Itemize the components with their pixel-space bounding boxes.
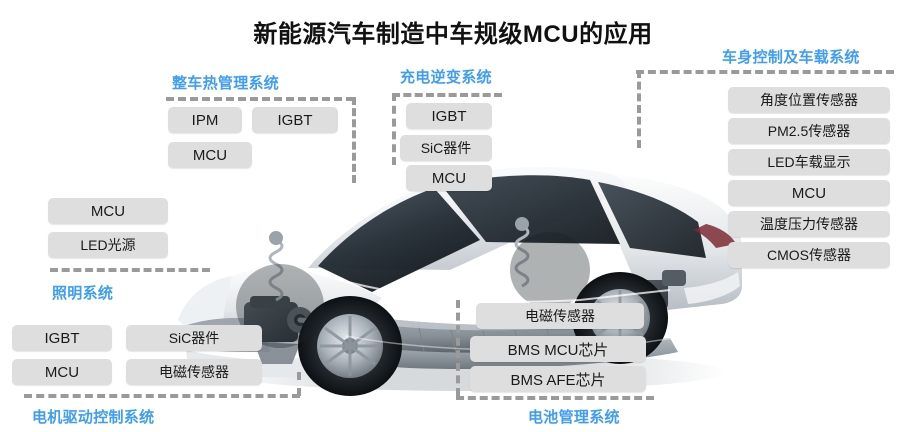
section-caption-thermal: 整车热管理系统: [172, 75, 280, 92]
connector-charging-horizontal: [392, 93, 502, 97]
section-caption-body-control: 车身控制及车载系统: [722, 49, 860, 66]
connector-body-vertical: [637, 70, 641, 148]
section-caption-motor-drive: 电机驱动控制系统: [32, 409, 155, 426]
page-title: 新能源汽车制造中车规级MCU的应用: [253, 21, 653, 48]
chip-motor-magnetic-sensor[interactable]: 电磁传感器: [126, 359, 262, 385]
section-caption-lighting: 照明系统: [52, 285, 114, 302]
chip-battery-magnetic-sensor[interactable]: 电磁传感器: [476, 303, 644, 329]
chip-charging-sic[interactable]: SiC器件: [400, 135, 492, 161]
connector-motor-horizontal: [24, 394, 300, 398]
connector-thermal-horizontal: [166, 97, 354, 101]
connector-charging-vertical: [392, 93, 396, 165]
section-caption-charging: 充电逆变系统: [400, 69, 492, 86]
chip-body-pm25-sensor[interactable]: PM2.5传感器: [728, 118, 890, 144]
chip-body-temp-pressure-sensor[interactable]: 温度压力传感器: [728, 211, 890, 237]
chip-battery-bms-mcu[interactable]: BMS MCU芯片: [470, 336, 646, 362]
chip-lighting-mcu[interactable]: MCU: [48, 198, 168, 224]
chip-motor-mcu[interactable]: MCU: [12, 359, 112, 385]
connector-motor-vertical: [297, 372, 301, 396]
chip-lighting-led-source[interactable]: LED光源: [48, 232, 168, 258]
chip-body-angle-sensor[interactable]: 角度位置传感器: [728, 87, 890, 113]
connector-lighting-horizontal: [50, 268, 210, 272]
connector-thermal-vertical: [352, 97, 356, 183]
chip-motor-sic[interactable]: SiC器件: [126, 325, 262, 351]
connector-battery-vertical: [456, 300, 460, 396]
chip-body-led-display[interactable]: LED车载显示: [728, 149, 890, 175]
chip-body-cmos-sensor[interactable]: CMOS传感器: [728, 242, 890, 268]
chip-thermal-mcu[interactable]: MCU: [168, 142, 252, 168]
chip-body-mcu[interactable]: MCU: [728, 180, 890, 206]
connector-body-horizontal: [636, 70, 894, 74]
chip-motor-igbt[interactable]: IGBT: [12, 325, 112, 351]
section-caption-battery-management: 电池管理系统: [528, 409, 620, 426]
chip-charging-mcu[interactable]: MCU: [406, 165, 492, 191]
chip-charging-igbt[interactable]: IGBT: [406, 103, 492, 129]
chip-thermal-ipm[interactable]: IPM: [168, 107, 242, 133]
chip-battery-bms-afe[interactable]: BMS AFE芯片: [470, 366, 646, 392]
chip-thermal-igbt[interactable]: IGBT: [252, 107, 338, 133]
connector-battery-horizontal: [456, 396, 654, 400]
